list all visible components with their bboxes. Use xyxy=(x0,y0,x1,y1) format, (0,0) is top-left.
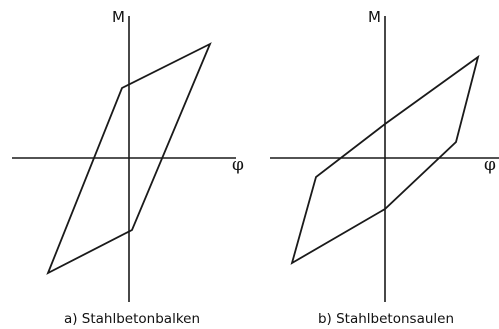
panel-a-m-label: M xyxy=(112,8,125,26)
panel-a: M φ a) Stahlbetonbalken xyxy=(12,8,244,327)
panel-b-hysteresis-loop xyxy=(290,54,480,265)
panel-b-phi-label: φ xyxy=(484,155,496,175)
panel-a-phi-label: φ xyxy=(232,155,244,175)
panel-b-m-label: M xyxy=(368,8,381,26)
panel-a-caption: a) Stahlbetonbalken xyxy=(64,311,200,327)
panel-b: M φ b) Stahlbetonsaulen xyxy=(270,8,499,327)
panel-a-hysteresis-loop xyxy=(46,42,212,275)
panel-b-caption: b) Stahlbetonsaulen xyxy=(318,311,454,327)
